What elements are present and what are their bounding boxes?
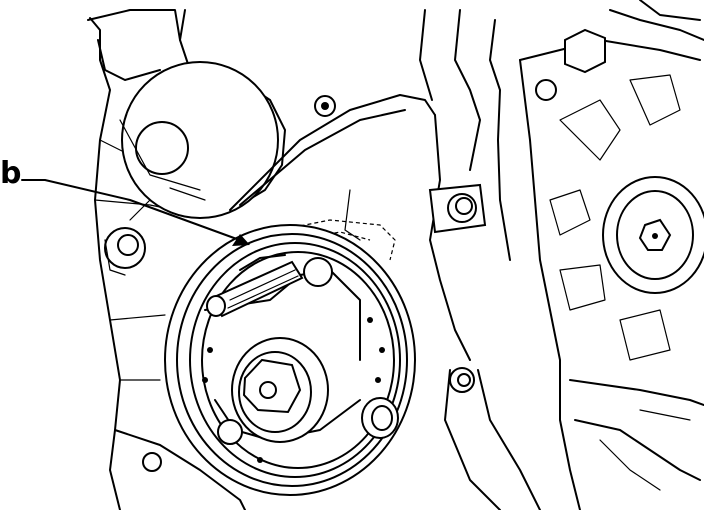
callout-b: b — [0, 156, 250, 246]
upper-small-bolt — [314, 95, 336, 117]
callout-b-arrowhead — [232, 234, 250, 246]
lower-bracket-bolt — [142, 367, 541, 510]
locking-pin-tool — [206, 254, 304, 318]
callout-b-leader-line — [21, 179, 246, 243]
timing-cover — [229, 9, 511, 361]
left-mounting-bolt — [104, 227, 146, 276]
cover-bolt-right — [428, 183, 487, 234]
callout-label-b: b — [0, 156, 21, 191]
upper-boss — [119, 61, 279, 219]
alternator-assembly — [519, 0, 704, 510]
